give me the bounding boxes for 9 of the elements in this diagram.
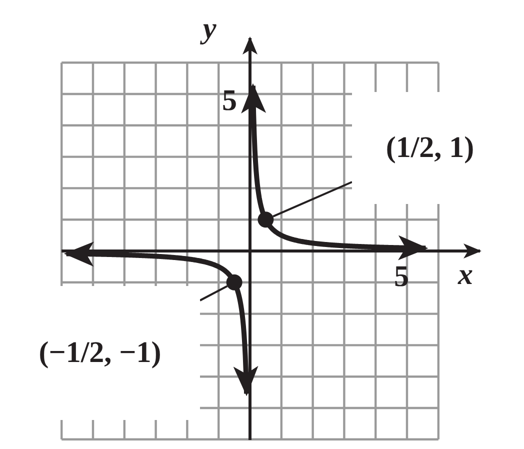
tick-label: 5 <box>222 86 237 116</box>
axis-label: x <box>458 260 473 290</box>
point-label: (1/2, 1) <box>386 131 474 165</box>
leader-line <box>272 181 352 218</box>
point-marker <box>258 212 274 228</box>
point-label: (−1/2, −1) <box>38 336 162 370</box>
tick-label: 5 <box>394 262 409 292</box>
leader-line <box>200 285 228 302</box>
point-marker <box>226 274 242 290</box>
